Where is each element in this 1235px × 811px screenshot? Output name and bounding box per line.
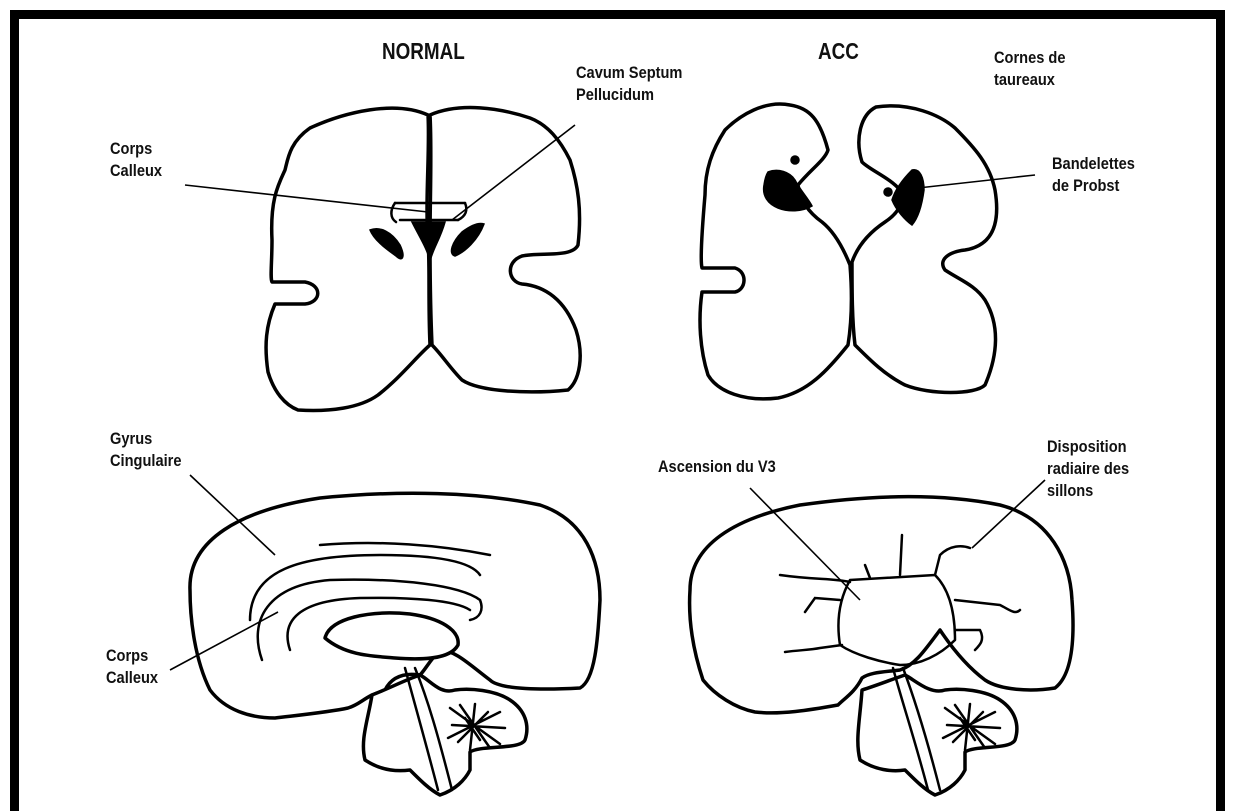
- normal-brainstem: [363, 675, 526, 795]
- label-cavum-septum-pellucidum: Cavum Septum Pellucidum: [576, 62, 682, 106]
- label-disposition-radiaire: Disposition radiaire des sillons: [1047, 436, 1129, 502]
- label-corps-calleux-bottom: Corps Calleux: [106, 645, 158, 689]
- acc-sagittal-section: [690, 497, 1073, 795]
- normal-sagittal-section: [190, 493, 600, 795]
- label-corps-calleux-top: Corps Calleux: [110, 138, 162, 182]
- acc-right-probst-dot: [884, 188, 892, 196]
- acc-left-probst-dot: [791, 156, 799, 164]
- label-bandelettes-de-probst: Bandelettes de Probst: [1052, 153, 1135, 197]
- label-gyrus-cingulaire: Gyrus Cingulaire: [110, 428, 181, 472]
- normal-coronal-section: [266, 108, 580, 411]
- label-ascension-du-v3: Ascension du V3: [658, 456, 776, 478]
- heading-acc: ACC: [818, 38, 859, 64]
- heading-normal: NORMAL: [382, 38, 465, 64]
- normal-coronal-left-hemisphere: [266, 108, 430, 410]
- acc-coronal-right-hemisphere: [852, 106, 997, 393]
- label-cornes-de-taureaux: Cornes de taureaux: [994, 47, 1066, 91]
- acc-sagittal-outline: [690, 497, 1073, 713]
- acc-coronal-section: [700, 104, 997, 399]
- acc-coronal-left-hemisphere: [700, 104, 851, 399]
